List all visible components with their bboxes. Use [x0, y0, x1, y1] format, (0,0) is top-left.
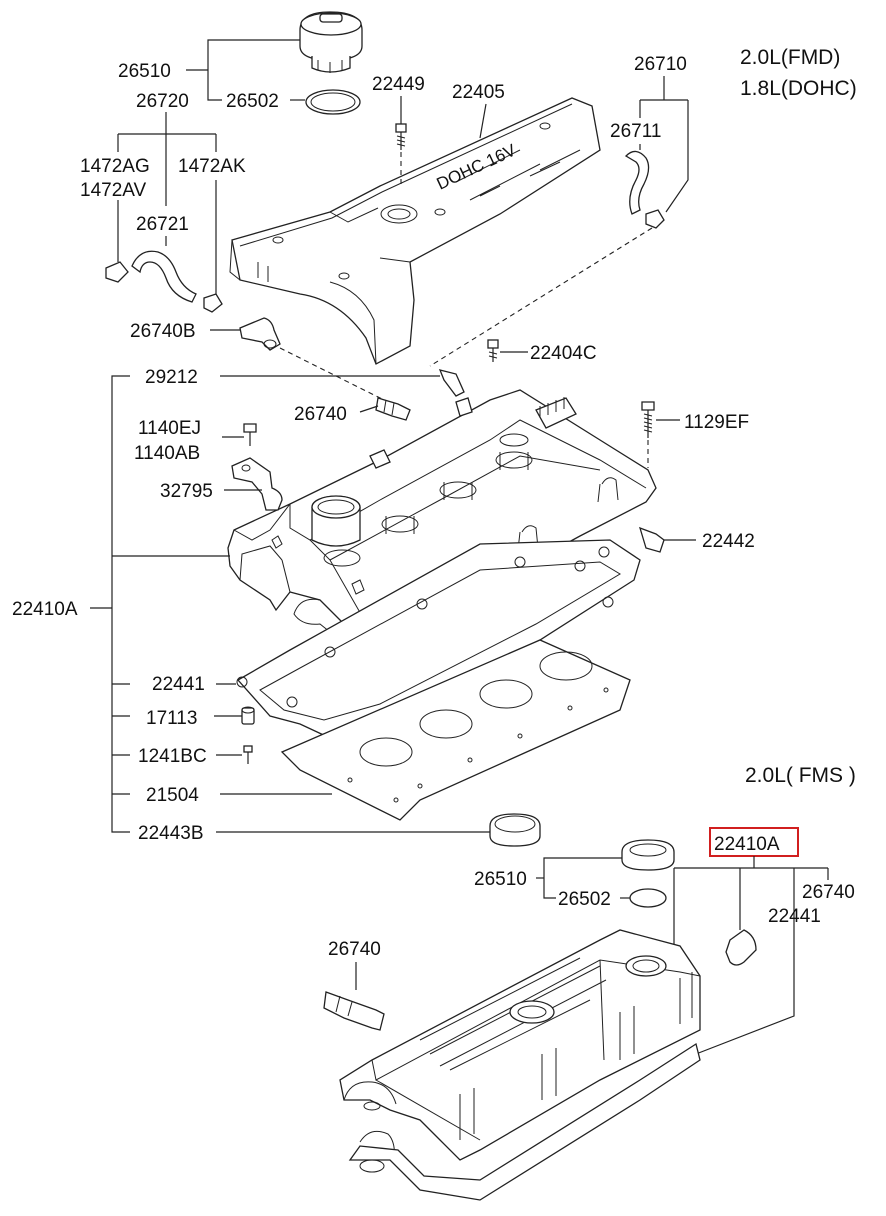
part-label-17113: 17113 [146, 708, 197, 729]
part-label-1472AG: 1472AG [80, 156, 150, 177]
hose-clamp-left [105, 261, 129, 283]
head-gasket-21504 [280, 639, 631, 821]
part-label-26502-bottom: 26502 [558, 889, 611, 910]
bolt-1241BC [243, 745, 253, 764]
valve-cover-22410A [227, 389, 657, 665]
part-label-26711: 26711 [610, 121, 661, 142]
part-label-1129EF: 1129EF [684, 412, 749, 433]
cap-gasket-top [305, 89, 361, 115]
cover-gasket-22441 [236, 539, 641, 748]
oil-filler-cap-bottom [621, 839, 675, 871]
stud-29212 [438, 369, 465, 397]
plug-22442 [639, 526, 665, 553]
pcv-valve-bottom [323, 991, 385, 1031]
engine-label-dohc: 1.8L(DOHC) [740, 77, 857, 100]
part-label-1472AV: 1472AV [80, 180, 147, 201]
engine-label-fms: 2.0L( FMS ) [745, 764, 856, 787]
part-label-22449: 22449 [372, 74, 425, 95]
part-label-29212: 29212 [145, 367, 198, 388]
part-label-26510-top: 26510 [118, 61, 171, 82]
bolt-1129EF [641, 401, 655, 438]
part-label-22442: 22442 [702, 531, 755, 552]
bolt-1140EJ [243, 423, 257, 446]
part-label-26502-top: 26502 [226, 91, 279, 112]
bracket-32795 [231, 457, 283, 511]
breather-hose-26721 [131, 250, 197, 303]
pcv-hose-right [725, 929, 757, 966]
part-label-22410A-box: 22410A [714, 834, 780, 855]
oil-filler-cap-top [299, 11, 363, 73]
part-label-26740B: 26740B [130, 321, 196, 342]
bolt-22449 [395, 123, 407, 150]
bolt-22404C [487, 339, 499, 362]
hose-clamp-26710 [645, 209, 665, 229]
part-label-22410A-left: 22410A [12, 599, 78, 620]
valve-cover-fms [339, 929, 701, 1173]
part-label-1241BC: 1241BC [138, 746, 207, 767]
part-label-22441-left: 22441 [152, 674, 205, 695]
part-label-26740-right: 26740 [802, 882, 855, 903]
part-label-26740-bottom: 26740 [328, 939, 381, 960]
part-label-22404C: 22404C [530, 343, 597, 364]
part-label-21504: 21504 [146, 785, 199, 806]
pcv-hose-26740B [239, 317, 281, 351]
part-label-26721: 26721 [136, 214, 189, 235]
part-label-26720: 26720 [136, 91, 189, 112]
part-label-26710: 26710 [634, 54, 687, 75]
pcv-valve-26740 [375, 397, 411, 421]
breather-hose-26711 [624, 150, 650, 215]
engine-cover-22405: DOHC 16V [229, 97, 601, 365]
part-label-1140EJ: 1140EJ [138, 418, 201, 439]
part-label-22405: 22405 [452, 82, 505, 103]
part-label-1472AK: 1472AK [178, 156, 246, 177]
part-label-22441-right: 22441 [768, 906, 821, 927]
cap-gasket-bottom [629, 888, 667, 908]
part-label-26740-top: 26740 [294, 404, 347, 425]
grommet-17113 [241, 706, 255, 725]
part-label-1140AB: 1140AB [134, 443, 200, 464]
part-label-22443B: 22443B [138, 823, 204, 844]
hose-clamp-right [203, 293, 223, 313]
engine-label-fmd: 2.0L(FMD) [740, 46, 840, 69]
part-label-32795: 32795 [160, 481, 213, 502]
seal-22443B [489, 813, 541, 847]
cover-gasket-fms [348, 1042, 701, 1201]
part-label-26510-bottom: 26510 [474, 869, 527, 890]
